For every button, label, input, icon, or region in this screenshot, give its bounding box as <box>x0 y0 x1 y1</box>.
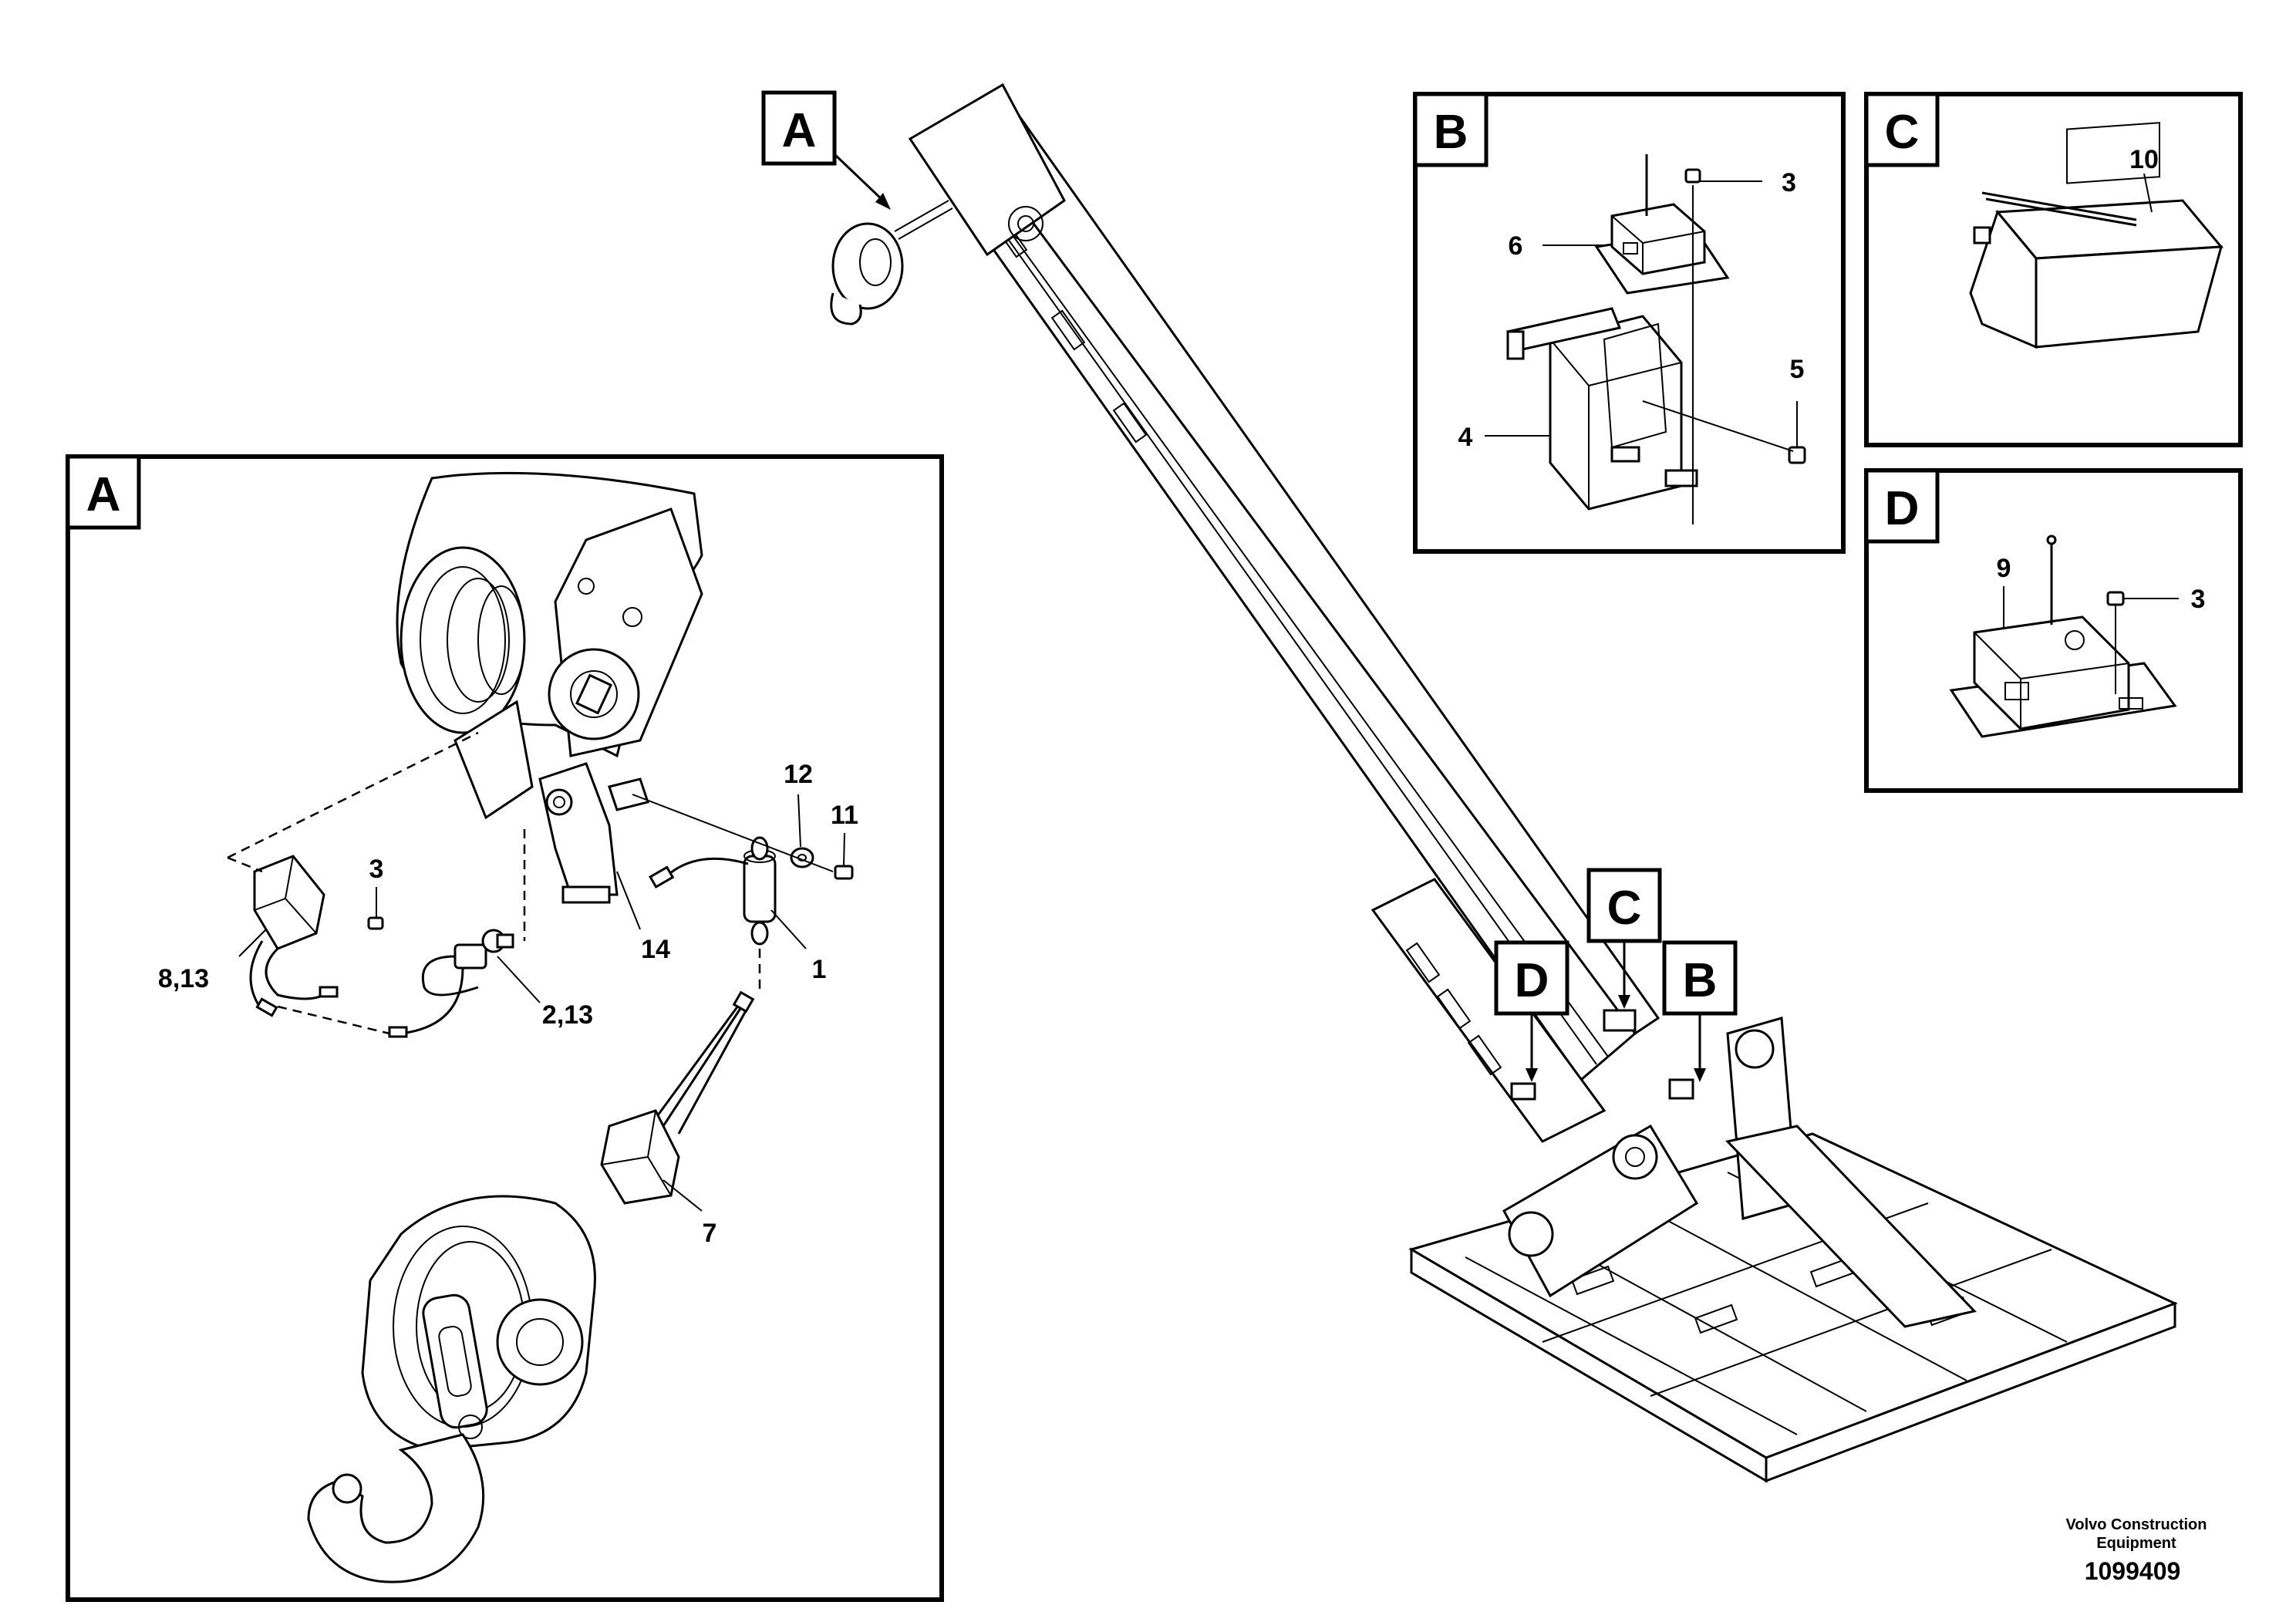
bolt <box>834 865 854 880</box>
svg-text:10: 10 <box>2129 145 2159 174</box>
crane-base-frame <box>1408 1017 2178 1483</box>
svg-text:11: 11 <box>831 801 858 830</box>
main-view-tag-d: D <box>1494 940 1569 1082</box>
boom-head <box>908 83 1066 257</box>
boom-head-hook-block <box>830 200 953 325</box>
svg-text:C: C <box>1885 106 1920 159</box>
junction-box <box>249 855 339 1017</box>
sensor-box <box>1594 154 1730 295</box>
wire-harness <box>600 990 755 1205</box>
screw <box>367 916 384 930</box>
component-b-location <box>1668 1078 1694 1100</box>
pulley-block <box>396 471 703 904</box>
bolt <box>2106 591 2125 606</box>
crane-boom <box>830 83 1660 1143</box>
svg-text:14: 14 <box>641 935 670 964</box>
svg-text:D: D <box>1515 954 1549 1007</box>
svg-text:6: 6 <box>1509 231 1523 261</box>
svg-text:5: 5 <box>1790 355 1805 384</box>
svg-text:C: C <box>1607 882 1642 935</box>
bolt <box>1788 446 1806 464</box>
limit-switch <box>388 929 514 1038</box>
detail-panel-b: B <box>1413 92 1846 554</box>
boom-slots <box>993 217 1502 1076</box>
svg-text:3: 3 <box>369 855 384 884</box>
svg-text:B: B <box>1434 106 1468 159</box>
washer <box>790 847 814 868</box>
overload-sensor <box>649 836 777 946</box>
boom-lower-section <box>1371 878 1607 1143</box>
company-name-line1: Volvo Construction <box>2066 1516 2207 1533</box>
svg-text:8,13: 8,13 <box>158 964 209 993</box>
svg-text:7: 7 <box>703 1219 717 1248</box>
svg-text:3: 3 <box>1782 168 1796 197</box>
mounting-bracket <box>1505 307 1698 511</box>
svg-text:A: A <box>782 104 817 157</box>
main-view-tag-a: A <box>761 90 891 210</box>
display-unit <box>1969 122 2224 349</box>
dashed-connection <box>227 731 479 859</box>
svg-text:9: 9 <box>1997 554 2011 583</box>
svg-text:A: A <box>86 468 121 521</box>
component-d-location <box>1510 1082 1536 1101</box>
detail-panel-c: C 10 <box>1864 92 2243 447</box>
sensor-box <box>1949 534 2177 738</box>
svg-text:1: 1 <box>812 955 827 984</box>
component-c-location <box>1603 1009 1637 1032</box>
svg-text:2,13: 2,13 <box>542 1000 593 1030</box>
company-name-line2: Equipment <box>2096 1535 2176 1552</box>
svg-text:12: 12 <box>784 760 813 789</box>
svg-text:4: 4 <box>1458 423 1473 452</box>
svg-text:3: 3 <box>2191 585 2206 614</box>
drawing-number: 1099409 <box>2085 1557 2181 1585</box>
svg-text:D: D <box>1885 482 1920 535</box>
detail-panel-d: D 9 3 <box>1864 468 2243 793</box>
svg-text:B: B <box>1683 954 1718 1007</box>
hook-block <box>307 1195 596 1583</box>
drawing-footer: Volvo Construction Equipment 1099409 <box>2066 1516 2207 1585</box>
bolt <box>1684 168 1701 184</box>
main-view-tag-c: C <box>1586 868 1662 1009</box>
main-view-tag-b: B <box>1662 940 1738 1082</box>
detail-panel-a: A <box>66 454 944 1602</box>
